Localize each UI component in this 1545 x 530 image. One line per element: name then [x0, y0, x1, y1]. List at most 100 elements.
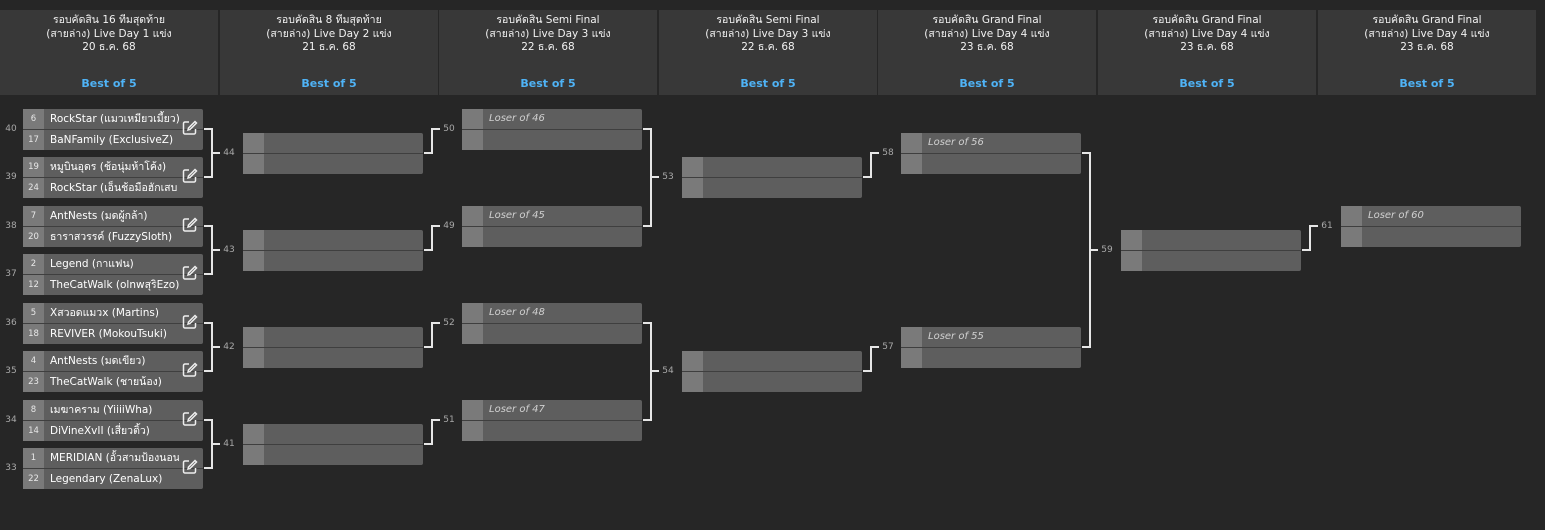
match-slot-bottom[interactable]: [682, 178, 862, 198]
match-slot-top[interactable]: 6 RockStar (แมวเหมียวเมี้ยว): [23, 109, 203, 130]
seed-box: [462, 324, 483, 344]
match-slot-top[interactable]: [1121, 230, 1301, 251]
edit-icon[interactable]: [181, 167, 199, 185]
match-50[interactable]: Loser of 46: [462, 109, 642, 150]
edit-icon[interactable]: [181, 313, 199, 331]
match-number: 51: [443, 415, 455, 425]
match-slot-top[interactable]: 1 MERIDIAN (อั้วสามป้องนอน: [23, 448, 203, 469]
match-37[interactable]: 2 Legend (กาแฟน) 12 TheCatWalk (olnwสุริ…: [23, 254, 203, 295]
match-slot-bottom[interactable]: 24 RockStar (เอ็นช้อมือฮักเสบ: [23, 178, 203, 198]
best-of-label: Best of 5: [81, 77, 137, 90]
match-slot-bottom[interactable]: [243, 348, 423, 368]
match-slot-top[interactable]: Loser of 46: [462, 109, 642, 130]
round-header-3: รอบคัดสิน Semi Final (สายล่าง) Live Day …: [439, 10, 657, 95]
connector-38-37: [204, 225, 213, 275]
round-title: รอบคัดสิน Grand Final (สายล่าง) Live Day…: [1144, 14, 1270, 53]
placeholder-label: Loser of 46: [489, 113, 545, 124]
seed-box: [682, 372, 703, 392]
match-slot-bottom[interactable]: 14 DiVineXvII (เสี่ยวติ้ว): [23, 421, 203, 441]
match-40[interactable]: 6 RockStar (แมวเหมียวเมี้ยว) 17 BaNFamil…: [23, 109, 203, 150]
match-43[interactable]: [243, 230, 423, 271]
edit-icon[interactable]: [181, 216, 199, 234]
edit-icon[interactable]: [181, 458, 199, 476]
match-41[interactable]: [243, 424, 423, 465]
edit-icon[interactable]: [181, 361, 199, 379]
match-slot-bottom[interactable]: [901, 348, 1081, 368]
match-slot-bottom[interactable]: [901, 154, 1081, 174]
match-slot-bottom[interactable]: 12 TheCatWalk (olnwสุริEzo): [23, 275, 203, 295]
seed-box: [462, 303, 483, 323]
match-44[interactable]: [243, 133, 423, 174]
match-49[interactable]: Loser of 45: [462, 206, 642, 247]
match-61[interactable]: Loser of 60: [1341, 206, 1521, 247]
match-slot-top[interactable]: [682, 157, 862, 178]
edit-icon[interactable]: [181, 264, 199, 282]
match-number: 43: [223, 245, 235, 255]
match-slot-top[interactable]: [243, 424, 423, 445]
match-42[interactable]: [243, 327, 423, 368]
team-name: RockStar (แมวเหมียวเมี้ยว): [50, 113, 179, 125]
seed-box: [1121, 230, 1142, 250]
placeholder-label: Loser of 60: [1368, 210, 1424, 221]
match-slot-bottom[interactable]: 17 BaNFamily (ExclusiveZ): [23, 130, 203, 150]
match-slot-bottom[interactable]: 23 TheCatWalk (ชายน้อง): [23, 372, 203, 392]
match-slot-top[interactable]: Loser of 47: [462, 400, 642, 421]
match-slot-top[interactable]: 4 AntNests (มดเขียว): [23, 351, 203, 372]
match-slot-top[interactable]: Loser of 56: [901, 133, 1081, 154]
match-slot-bottom[interactable]: [243, 445, 423, 465]
match-51[interactable]: Loser of 47: [462, 400, 642, 441]
match-slot-top[interactable]: [682, 351, 862, 372]
match-slot-bottom[interactable]: [462, 421, 642, 441]
match-38[interactable]: 7 AntNests (มดผู้กล้า) 20 ธาราสวรรค์ (Fu…: [23, 206, 203, 247]
round-header-5: รอบคัดสิน Grand Final (สายล่าง) Live Day…: [878, 10, 1096, 95]
match-slot-top[interactable]: Loser of 60: [1341, 206, 1521, 227]
connector-59-61: [1302, 225, 1318, 251]
match-slot-top[interactable]: Loser of 48: [462, 303, 642, 324]
round-title: รอบคัดสิน Grand Final (สายล่าง) Live Day…: [1364, 14, 1490, 53]
match-slot-top[interactable]: 19 หมูบินอุดร (ช้อนุ่มห้าโค้ง): [23, 157, 203, 178]
match-39[interactable]: 19 หมูบินอุดร (ช้อนุ่มห้าโค้ง) 24 RockSt…: [23, 157, 203, 198]
match-slot-top[interactable]: [243, 133, 423, 154]
match-52[interactable]: Loser of 48: [462, 303, 642, 344]
match-slot-top[interactable]: 8 เมฆาคราม (YiiiiWha): [23, 400, 203, 421]
match-slot-bottom[interactable]: [243, 154, 423, 174]
match-slot-bottom[interactable]: 22 Legendary (ZenaLux): [23, 469, 203, 489]
match-slot-bottom[interactable]: [462, 227, 642, 247]
match-59[interactable]: [1121, 230, 1301, 271]
edit-icon[interactable]: [181, 410, 199, 428]
match-34[interactable]: 8 เมฆาคราม (YiiiiWha) 14 DiVineXvII (เสี…: [23, 400, 203, 441]
match-number: 57: [882, 342, 894, 352]
seed-number: 24: [23, 178, 44, 198]
match-slot-bottom[interactable]: [462, 130, 642, 150]
match-slot-bottom[interactable]: [682, 372, 862, 392]
match-54[interactable]: [682, 351, 862, 392]
team-name: ธาราสวรรค์ (FuzzySloth): [50, 231, 173, 243]
connector-54-57: [863, 346, 879, 372]
seed-box: [243, 154, 264, 174]
match-36[interactable]: 5 Xสวอดแมวx (Martins) 18 REVIVER (MokouT…: [23, 303, 203, 344]
match-number: 33: [5, 463, 17, 473]
match-slot-top[interactable]: [243, 230, 423, 251]
match-slot-bottom[interactable]: [1341, 227, 1521, 247]
match-slot-bottom[interactable]: 20 ธาราสวรรค์ (FuzzySloth): [23, 227, 203, 247]
match-35[interactable]: 4 AntNests (มดเขียว) 23 TheCatWalk (ชายน…: [23, 351, 203, 392]
match-slot-top[interactable]: Loser of 55: [901, 327, 1081, 348]
match-slot-top[interactable]: [243, 327, 423, 348]
match-slot-bottom[interactable]: 18 REVIVER (MokouTsuki): [23, 324, 203, 344]
match-53[interactable]: [682, 157, 862, 198]
match-slot-top[interactable]: 7 AntNests (มดผู้กล้า): [23, 206, 203, 227]
match-slot-bottom[interactable]: [462, 324, 642, 344]
match-slot-top[interactable]: 2 Legend (กาแฟน): [23, 254, 203, 275]
match-slot-bottom[interactable]: [243, 251, 423, 271]
seed-box: [243, 251, 264, 271]
match-slot-top[interactable]: Loser of 45: [462, 206, 642, 227]
match-slot-top[interactable]: 5 Xสวอดแมวx (Martins): [23, 303, 203, 324]
match-slot-bottom[interactable]: [1121, 251, 1301, 271]
match-58[interactable]: Loser of 56: [901, 133, 1081, 174]
seed-box: [901, 154, 922, 174]
edit-icon[interactable]: [181, 119, 199, 137]
round-title: รอบคัดสิน Semi Final (สายล่าง) Live Day …: [705, 14, 831, 53]
match-57[interactable]: Loser of 55: [901, 327, 1081, 368]
round-header-2: รอบคัดสิน 8 ทีมสุดท้าย (สายล่าง) Live Da…: [220, 10, 438, 95]
match-33[interactable]: 1 MERIDIAN (อั้วสามป้องนอน 22 Legendary …: [23, 448, 203, 489]
